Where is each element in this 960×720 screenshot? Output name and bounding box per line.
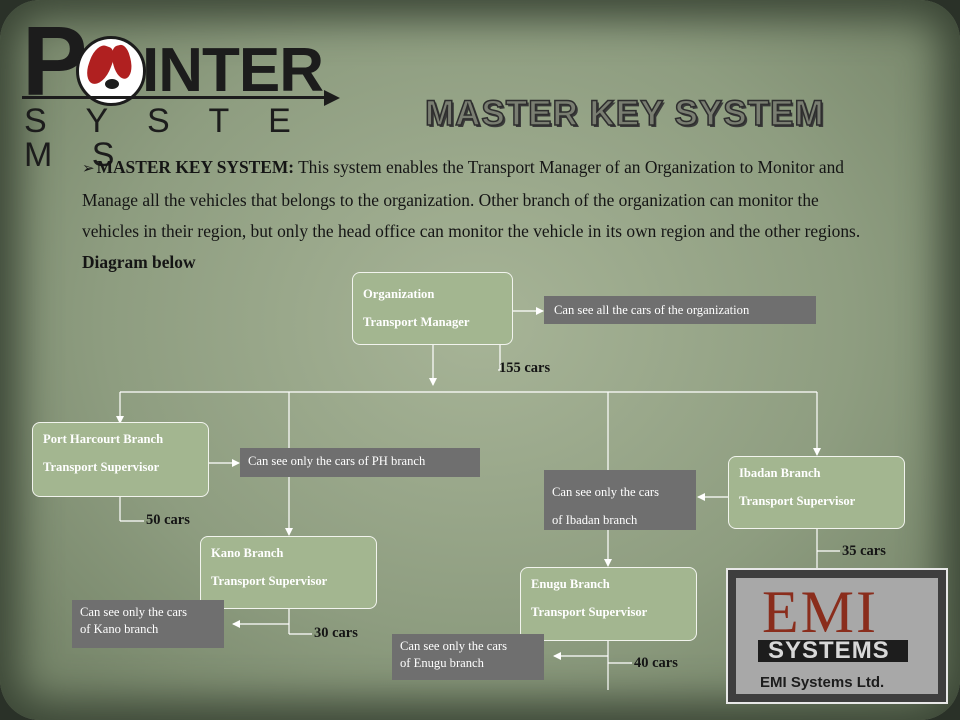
note-enugu-line1: Can see only the cars (400, 639, 508, 653)
node-organization: Organization Transport Manager (352, 272, 513, 345)
node-kano-title: Kano Branch (211, 546, 284, 560)
node-ibadan: Ibadan Branch Transport Supervisor (728, 456, 905, 529)
note-ibadan: Can see only the cars of Ibadan branch (544, 470, 696, 530)
intro-body: This system enables the Transport Manage… (82, 157, 861, 241)
count-port-harcourt: 50 cars (146, 512, 190, 528)
note-kano-line2: of Kano branch (80, 622, 159, 636)
node-port-harcourt: Port Harcourt Branch Transport Superviso… (32, 422, 209, 497)
node-ibadan-title: Ibadan Branch (739, 466, 821, 480)
logo-tagline: S Y S T E M S (24, 102, 306, 174)
intro-trailing: Diagram below (82, 252, 196, 272)
note-ibadan-line2: of Ibadan branch (552, 513, 638, 527)
intro-paragraph: ➢MASTER KEY SYSTEM: This system enables … (82, 152, 872, 278)
node-port-harcourt-role: Transport Supervisor (43, 460, 160, 474)
note-ibadan-line1: Can see only the cars (552, 485, 660, 499)
logo-arrow-line (22, 96, 327, 99)
intro-heading: MASTER KEY SYSTEM: (96, 157, 295, 177)
emi-logo-mark: EMI (762, 579, 878, 645)
node-kano: Kano Branch Transport Supervisor (200, 536, 377, 609)
count-organization: 155 cars (499, 360, 551, 376)
emi-logo-systems-band: SYSTEMS (758, 637, 908, 664)
page-title: MASTER KEY SYSTEM (424, 93, 825, 134)
node-enugu-title: Enugu Branch (531, 577, 610, 591)
count-ibadan: 35 cars (842, 543, 886, 559)
note-enugu-line2: of Enugu branch (400, 656, 484, 670)
note-kano-line1: Can see only the cars (80, 605, 188, 619)
bullet-arrow-icon: ➢ (82, 161, 95, 177)
emi-logo-company: EMI Systems Ltd. (760, 674, 885, 691)
node-organization-role: Transport Manager (363, 315, 470, 329)
node-organization-title: Organization (363, 287, 435, 301)
note-kano: Can see only the cars of Kano branch (72, 600, 224, 648)
node-kano-role: Transport Supervisor (211, 574, 328, 588)
pointer-systems-logo: P INTER S Y S T E M S (22, 10, 342, 172)
emi-systems-logo: EMI SYSTEMS EMI Systems Ltd. (726, 568, 948, 704)
count-enugu: 40 cars (634, 655, 678, 671)
logo-word: INTER (142, 36, 324, 105)
node-port-harcourt-title: Port Harcourt Branch (43, 432, 164, 446)
note-organization: Can see all the cars of the organization (544, 296, 816, 324)
count-kano: 30 cars (314, 625, 358, 641)
dog-mascot-icon (76, 36, 146, 106)
emi-logo-systems: SYSTEMS (768, 637, 890, 664)
node-enugu-role: Transport Supervisor (531, 605, 648, 619)
arrow-right-icon (324, 90, 340, 106)
node-ibadan-role: Transport Supervisor (739, 494, 856, 508)
node-enugu: Enugu Branch Transport Supervisor (520, 567, 697, 641)
note-port-harcourt: Can see only the cars of PH branch (240, 448, 480, 477)
note-enugu: Can see only the cars of Enugu branch (392, 634, 544, 680)
